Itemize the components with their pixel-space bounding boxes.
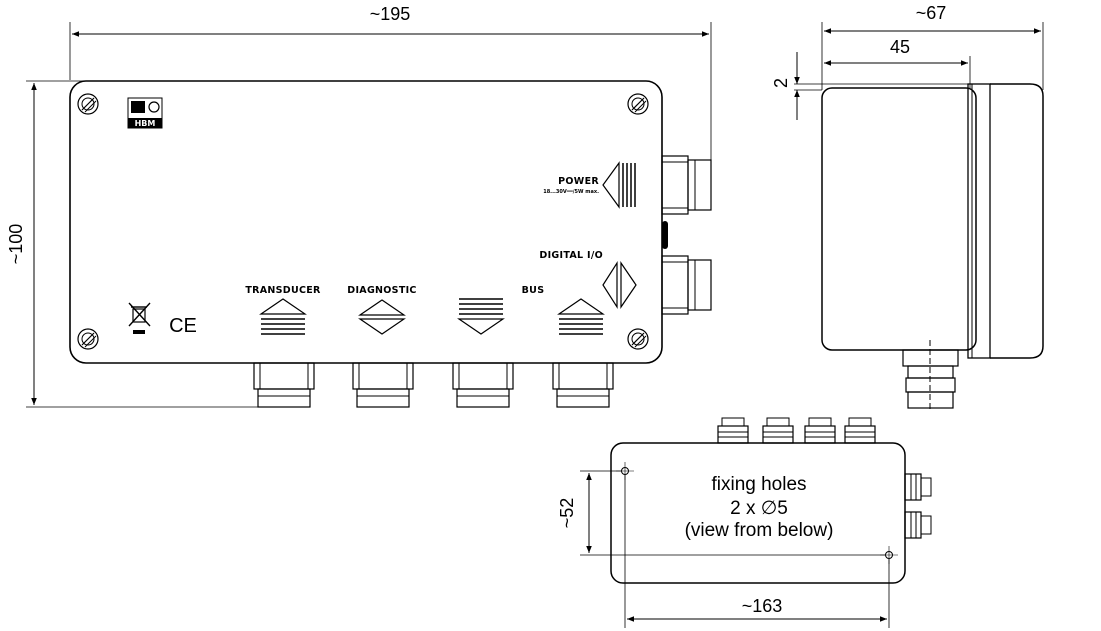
- top-connector-1: [717, 417, 749, 444]
- front-view: ~195 ~100 HBM: [6, 4, 712, 408]
- screw-top-right: [627, 93, 649, 115]
- screw-bottom-right: [627, 328, 649, 350]
- screw-bottom-left: [77, 328, 99, 350]
- height-dimension-label: ~100: [6, 224, 26, 265]
- digital-io-arrows-icon: [602, 260, 637, 310]
- diagnostic-port-label: DIAGNOSTIC: [347, 285, 416, 296]
- bottom-connector-1: [253, 362, 315, 408]
- top-connector-4: [844, 417, 876, 444]
- top-connector-2: [762, 417, 794, 444]
- side-housing: [821, 87, 977, 351]
- hbm-logo-text: HBM: [135, 119, 156, 128]
- digital-io-connector: [661, 255, 712, 315]
- hole-spacing-horizontal-label: ~163: [742, 596, 783, 616]
- output-arrow-icon: [457, 298, 505, 335]
- box-depth-dimension-label: 45: [890, 37, 910, 57]
- power-spec-label: 18...30V══/5W max.: [543, 189, 599, 195]
- bottom-view: ~52 ~163 fixing holes 2 x ∅5 (view from …: [557, 417, 932, 628]
- right-connector-2: [904, 511, 932, 539]
- digital-io-label: DIGITAL I/O: [539, 250, 603, 261]
- top-connector-3: [804, 417, 836, 444]
- side-view: ~67 45 2: [771, 3, 1044, 410]
- hole-spacing-vertical-label: ~52: [557, 498, 577, 529]
- side-lid-flange: [967, 83, 991, 359]
- lid-offset-dimension-label: 2: [771, 78, 791, 88]
- bus-arrow-icon: [557, 298, 605, 335]
- side-connector: [902, 340, 959, 410]
- diagnostic-arrows-icon: [358, 299, 406, 335]
- transducer-arrow-icon: [259, 298, 307, 335]
- bus-port-label: BUS: [522, 285, 545, 296]
- power-connector: [661, 155, 712, 215]
- transducer-port-label: TRANSDUCER: [245, 285, 321, 296]
- note-line-1: fixing holes: [711, 474, 806, 495]
- power-label: POWER: [558, 176, 599, 187]
- bottom-connector-3: [452, 362, 514, 408]
- width-dimension-label: ~195: [370, 4, 411, 24]
- weee-bin-icon: [128, 302, 151, 334]
- note-line-3: (view from below): [685, 520, 834, 541]
- hbm-logo: HBM: [127, 97, 163, 129]
- power-arrow-icon: [602, 161, 636, 209]
- bottom-connector-2: [352, 362, 414, 408]
- side-lid: [990, 83, 1044, 359]
- note-line-2: 2 x ∅5: [730, 498, 788, 519]
- screw-top-left: [77, 93, 99, 115]
- side-seal: [662, 221, 668, 249]
- right-connector-1: [904, 473, 932, 501]
- depth-dimension-label: ~67: [916, 3, 947, 23]
- ce-mark: CE: [169, 315, 197, 337]
- bottom-connector-4: [552, 362, 614, 408]
